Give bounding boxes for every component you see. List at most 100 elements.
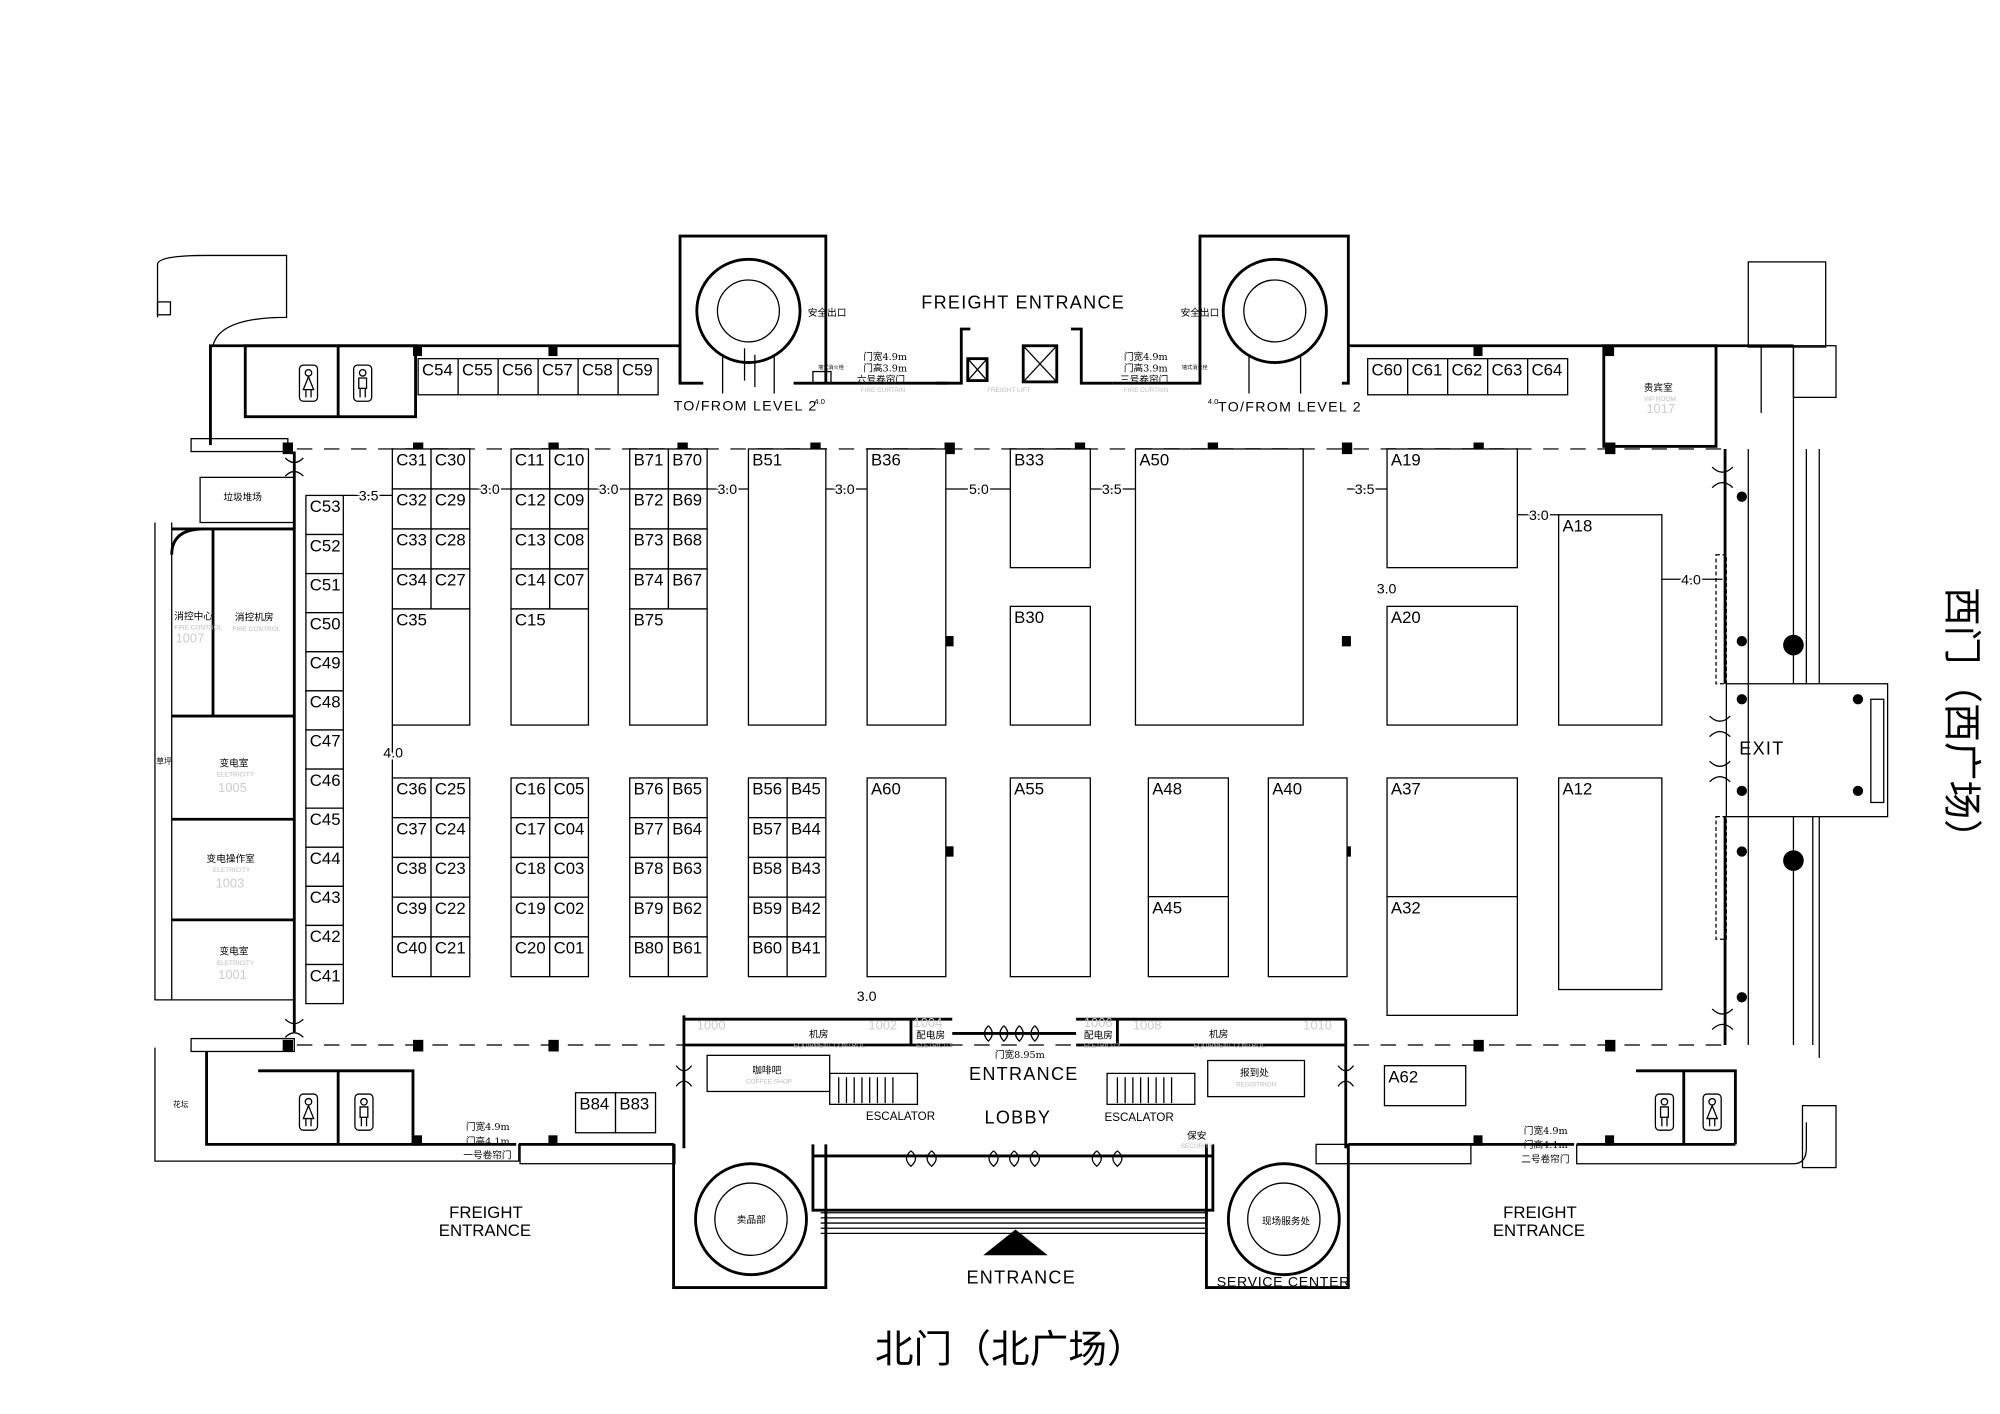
- equipment-control-label: EQUIPMENT CONTROL: [794, 1043, 866, 1050]
- booth-label: B33: [1014, 451, 1044, 470]
- substation-label: 变电室: [219, 757, 248, 769]
- booth-outline: [629, 608, 708, 726]
- booth-label: C52: [310, 536, 341, 555]
- booth-outline: [391, 777, 432, 819]
- booth-b80: B80: [629, 936, 670, 978]
- booth-outline: [457, 358, 499, 396]
- booth-b69: B69: [667, 488, 708, 530]
- booth-b42: B42: [786, 896, 827, 938]
- booth-a20: A20: [1386, 605, 1518, 726]
- booth-label: C58: [582, 360, 613, 379]
- booth-label: B62: [672, 899, 702, 918]
- booth-label: C46: [310, 771, 341, 790]
- booth-outline: [305, 963, 344, 1005]
- booth-label: B45: [791, 780, 821, 799]
- booth-outline: [747, 448, 827, 726]
- aisle-width: 3.0: [599, 482, 619, 498]
- room-number: 1000: [697, 1018, 726, 1033]
- male-restroom-icon: [1654, 1093, 1675, 1131]
- booth-outline: [549, 568, 590, 610]
- booth-label: A37: [1391, 780, 1421, 799]
- booth-outline: [629, 777, 670, 819]
- booth-label: B65: [672, 780, 702, 799]
- booth-label: A62: [1388, 1067, 1418, 1086]
- lawn-label: 草坪: [156, 756, 172, 766]
- booth-outline: [667, 896, 708, 938]
- booth-outline: [1386, 605, 1518, 726]
- booth-outline: [1009, 605, 1091, 726]
- booth-outline: [417, 358, 459, 396]
- booth-label: C30: [435, 451, 466, 470]
- booth-c02: C02: [549, 896, 590, 938]
- booth-c56: C56: [497, 358, 539, 396]
- booth-b67: B67: [667, 568, 708, 610]
- booth-c34: C34: [391, 568, 432, 610]
- booth-a55: A55: [1009, 777, 1091, 978]
- booth-b60: B60: [747, 936, 788, 978]
- booth-outline: [1447, 358, 1489, 396]
- booth-outline: [391, 856, 432, 898]
- booth-label: A19: [1391, 451, 1421, 470]
- booth-outline: [510, 488, 551, 530]
- booth-outline: [1383, 1065, 1467, 1107]
- aisle-width: 4.0: [1208, 397, 1219, 406]
- booth-b62: B62: [667, 896, 708, 938]
- booth-c36: C36: [391, 777, 432, 819]
- booth-b77: B77: [629, 817, 670, 859]
- booth-label: C01: [554, 939, 585, 958]
- booth-label: B57: [752, 819, 782, 838]
- booth-c55: C55: [457, 358, 499, 396]
- booth-label: A18: [1563, 517, 1593, 536]
- booth-label: B76: [634, 780, 664, 799]
- booth-c53: C53: [305, 494, 344, 536]
- booth-outline: [430, 856, 471, 898]
- safety-exit-label: 安全出口: [1181, 307, 1220, 319]
- booth-label: C23: [435, 859, 466, 878]
- booth-outline: [549, 936, 590, 978]
- booth-c05: C05: [549, 777, 590, 819]
- service-center-label: SERVICE CENTER: [1217, 1274, 1350, 1290]
- booth-c30: C30: [430, 448, 471, 490]
- booth-b63: B63: [667, 856, 708, 898]
- booth-c09: C09: [549, 488, 590, 530]
- registration-en-label: REGISTRION: [1236, 1081, 1276, 1088]
- booth-outline: [667, 448, 708, 490]
- booth-label: C31: [396, 451, 427, 470]
- male-restroom-icon: [354, 1093, 374, 1131]
- booth-label: C59: [622, 360, 653, 379]
- substation-operation-label: 变电操作室: [207, 853, 256, 865]
- booth-label: C29: [435, 491, 466, 510]
- exit-label: EXIT: [1739, 739, 1784, 759]
- booth-c27: C27: [430, 568, 471, 610]
- booth-label: B61: [672, 939, 702, 958]
- booth-label: A60: [871, 780, 901, 799]
- aisle-width: 3.0: [835, 482, 855, 498]
- booth-label: A32: [1391, 898, 1421, 917]
- booth-c37: C37: [391, 817, 432, 859]
- aisle-width: 3.0: [1377, 581, 1397, 597]
- booth-label: C42: [310, 927, 341, 946]
- booth-outline: [305, 612, 344, 653]
- booth-a40: A40: [1267, 777, 1348, 978]
- booth-label: C55: [462, 360, 493, 379]
- booth-outline: [430, 528, 471, 570]
- booth-label: C62: [1452, 360, 1483, 379]
- booth-c14: C14: [510, 568, 551, 610]
- booth-c52: C52: [305, 533, 344, 575]
- booth-label: B58: [752, 859, 782, 878]
- booth-label: C15: [515, 611, 546, 630]
- booth-outline: [391, 936, 432, 978]
- booth-outline: [1009, 777, 1091, 978]
- booth-c12: C12: [510, 488, 551, 530]
- booth-label: C35: [396, 611, 427, 630]
- booth-label: C34: [396, 571, 427, 590]
- service-desk-label: 现场服务处: [1262, 1215, 1311, 1227]
- booth-a37: A37: [1386, 777, 1518, 898]
- booth-label: C60: [1372, 360, 1403, 379]
- booth-label: C28: [435, 531, 466, 550]
- booth-b44: B44: [786, 817, 827, 859]
- booth-label: C16: [515, 780, 546, 799]
- booth-outline: [1147, 896, 1230, 978]
- fire-curtain-label: FIRE CURTAIN: [861, 387, 906, 394]
- booth-outline: [866, 777, 947, 978]
